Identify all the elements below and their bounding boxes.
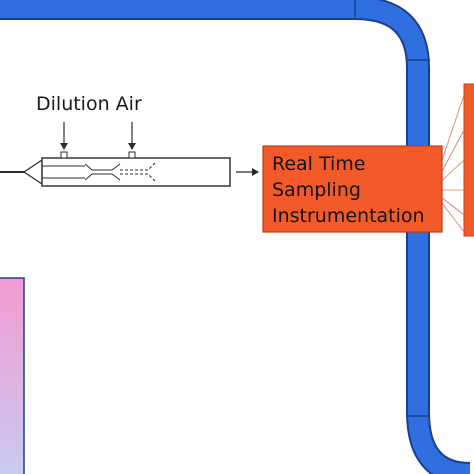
probe-dashed-section (120, 162, 156, 182)
probe-nozzle (22, 158, 43, 186)
dilution-port-right (128, 151, 136, 159)
probe-body (41, 157, 231, 187)
instrument-line-1: Real Time (272, 153, 366, 175)
dilution-air-label: Dilution Air (36, 93, 142, 115)
instrument-box (262, 145, 443, 233)
dilution-port-left (60, 151, 68, 159)
chamber-box (0, 277, 25, 474)
probe-venturi (84, 163, 121, 181)
instrument-line-2: Sampling (272, 179, 361, 201)
right-instrument-box (463, 83, 474, 237)
sampling-probe (0, 122, 259, 187)
instrument-box-group: Real Time Sampling Instrumentation (262, 145, 443, 233)
instrument-line-3: Instrumentation (272, 205, 425, 227)
